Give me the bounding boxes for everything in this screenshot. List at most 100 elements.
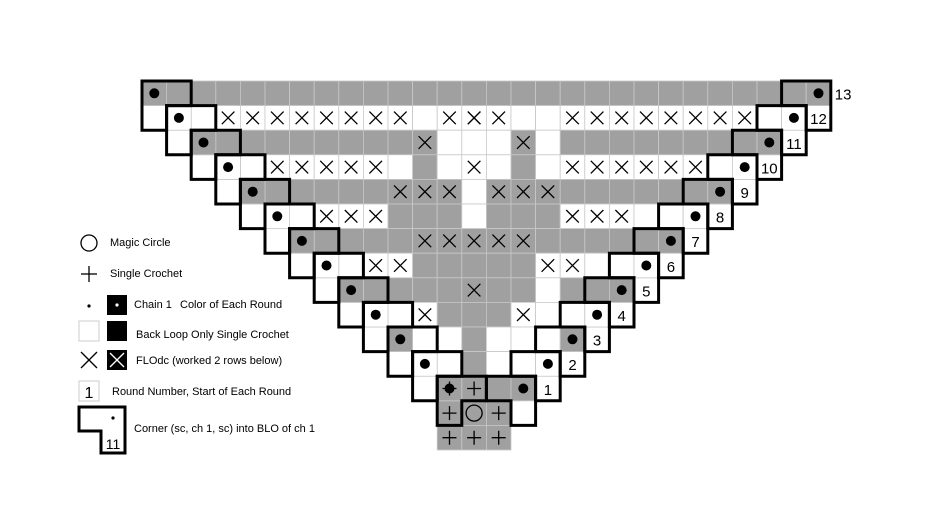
chain-dot xyxy=(542,358,553,369)
flodc-mark xyxy=(541,258,555,273)
flodc-mark xyxy=(344,209,358,224)
chart-cell xyxy=(707,154,733,180)
flodc-mark xyxy=(418,234,432,248)
round-number-box-icon xyxy=(78,380,100,402)
chain-dot xyxy=(764,137,775,148)
chain-dot xyxy=(223,162,234,173)
round-number-label: 6 xyxy=(667,259,675,276)
legend-blo-sc: Back Loop Only Single Crochet xyxy=(136,329,289,341)
chart-cell xyxy=(535,129,561,156)
flodc-icon xyxy=(80,351,98,369)
chart-cell xyxy=(485,129,512,156)
flodc-mark xyxy=(491,184,506,199)
chart-cell xyxy=(633,203,660,230)
legend-symbols: 1 11 xyxy=(77,234,127,455)
flodc-mark xyxy=(270,160,285,174)
color-swatch-dot-icon xyxy=(115,303,119,307)
chart-cell xyxy=(682,129,709,156)
chart-cell xyxy=(338,129,364,156)
chain-dot xyxy=(592,309,603,320)
round-number-label: 10 xyxy=(761,160,778,177)
flodc-mark xyxy=(491,111,506,125)
chart-cell xyxy=(436,203,463,230)
chart-cell xyxy=(633,129,660,156)
round-number-label: 8 xyxy=(716,210,724,227)
chart-cell xyxy=(362,277,389,303)
flodc-mark xyxy=(368,111,383,125)
chart-cell xyxy=(781,80,807,107)
flodc-mark xyxy=(737,111,752,125)
chart-cell xyxy=(362,228,389,254)
chart-cell xyxy=(387,277,414,303)
flodc-mark xyxy=(541,184,555,199)
chart-cell xyxy=(756,105,783,131)
flodc-mark xyxy=(418,307,432,322)
flodc-mark xyxy=(368,160,383,174)
flodc-mark xyxy=(245,111,260,125)
chart-marks xyxy=(149,88,824,445)
chart-cell xyxy=(338,252,364,279)
flodc-mark xyxy=(319,209,334,224)
chart-cell xyxy=(485,252,512,279)
chart-cell xyxy=(658,203,684,230)
chart-cell xyxy=(559,178,586,205)
flodc-mark xyxy=(565,111,580,125)
single-crochet-mark xyxy=(467,430,482,445)
flodc-mark xyxy=(270,111,285,125)
chart-cell xyxy=(412,326,438,353)
legend-magic-circle: Magic Circle xyxy=(110,237,171,249)
chain-dot xyxy=(173,112,184,123)
chart-cell xyxy=(535,301,561,328)
round-number-label: 4 xyxy=(618,308,626,325)
flodc-mark xyxy=(516,234,531,248)
chain-dot xyxy=(567,334,578,345)
chart-cell xyxy=(338,80,364,107)
chart-cell xyxy=(387,301,414,328)
chart-cell xyxy=(387,228,414,254)
chain-dot xyxy=(272,211,283,222)
chart-cell xyxy=(485,375,512,402)
flodc-mark xyxy=(295,160,309,174)
flodc-mark xyxy=(614,160,629,174)
chart-cell xyxy=(510,252,537,279)
chart-cell xyxy=(338,178,364,205)
chart-cell xyxy=(362,80,389,107)
chain-dot xyxy=(518,383,529,394)
magic-circle-icon xyxy=(80,234,98,252)
chart-cell xyxy=(559,277,586,303)
flodc-mark xyxy=(565,160,580,174)
legend-corner: Corner (sc, ch 1, sc) into BLO of ch 1 xyxy=(134,423,315,435)
single-crochet-mark xyxy=(491,430,506,445)
chart-cell xyxy=(510,154,537,180)
chart-cell xyxy=(510,105,537,131)
chart-cells xyxy=(141,80,832,451)
round-number-label: 9 xyxy=(741,185,749,202)
chart-cell xyxy=(609,80,635,107)
chain-dot xyxy=(616,285,627,296)
chart-cell xyxy=(461,178,487,205)
chart-cell xyxy=(535,154,561,180)
chart-cell xyxy=(461,326,487,353)
chart-cell xyxy=(535,80,561,107)
chart-cell xyxy=(239,154,266,180)
chart-cell xyxy=(313,80,340,107)
round-number-label: 13 xyxy=(835,87,852,104)
single-crochet-mark xyxy=(442,406,457,421)
single-crochet-mark xyxy=(442,430,457,445)
flodc-mark xyxy=(418,184,432,199)
chart-cell xyxy=(756,80,783,107)
chart-cell xyxy=(461,301,487,328)
flodc-mark xyxy=(344,111,358,125)
flodc-mark xyxy=(467,111,481,125)
chart-cell xyxy=(436,351,463,377)
chart-cell xyxy=(190,80,217,107)
flodc-mark xyxy=(688,111,703,125)
chain-dot xyxy=(690,211,701,222)
chart-cell xyxy=(732,80,758,107)
round-number-label: 1 xyxy=(544,382,552,399)
chart-cell xyxy=(584,129,610,156)
chain-dot xyxy=(641,260,652,271)
chart-cell xyxy=(436,301,463,328)
chart-cell xyxy=(264,80,291,107)
chart-cell xyxy=(658,129,684,156)
